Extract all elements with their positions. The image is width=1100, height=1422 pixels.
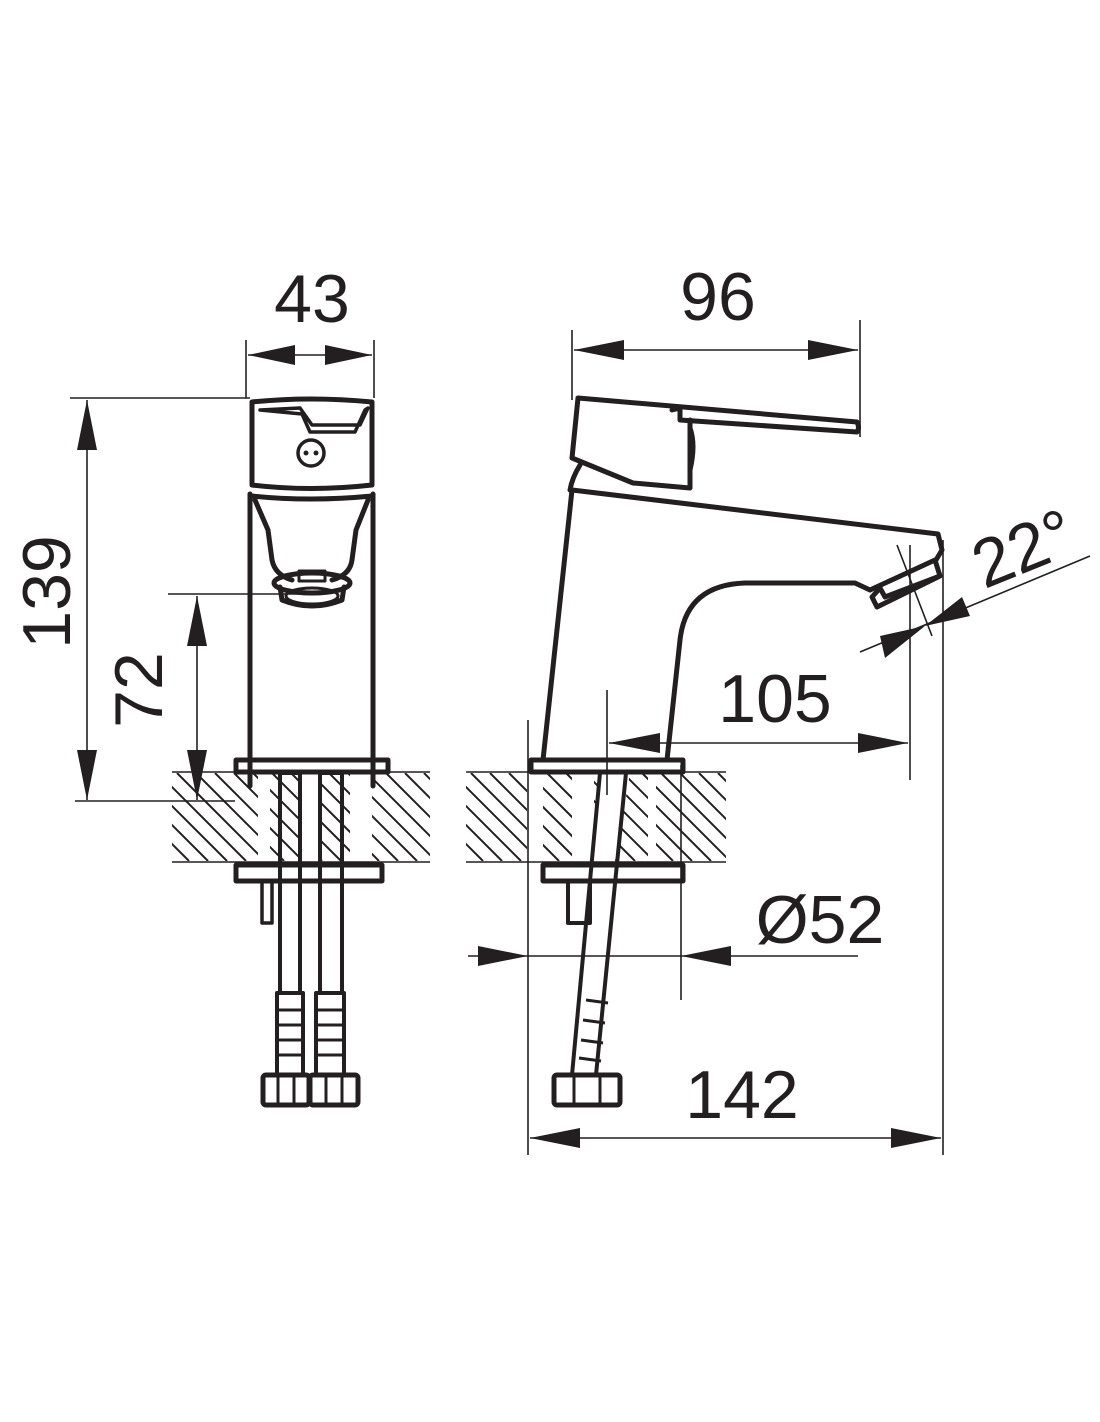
hatch-line bbox=[172, 842, 190, 861]
countertop-section-left bbox=[82, 771, 430, 863]
hatch-line bbox=[660, 773, 726, 840]
dimension-total-depth-142: 142 bbox=[685, 1057, 798, 1133]
side-dimensions: 96 105 22° Ø52 142 bbox=[468, 259, 1091, 1155]
dimension-spout-height-72: 72 bbox=[101, 652, 177, 728]
hatch-line bbox=[466, 804, 522, 861]
dimension-spout-reach-105: 105 bbox=[718, 661, 831, 737]
hatch-line bbox=[466, 823, 503, 861]
hatch-line bbox=[622, 773, 712, 861]
hatch-line bbox=[82, 773, 170, 861]
hatch-line bbox=[172, 823, 209, 861]
hatch-line bbox=[195, 773, 285, 861]
dimension-spout-angle-22: 22° bbox=[961, 494, 1085, 603]
hatch-line bbox=[470, 773, 560, 861]
hose-connectors bbox=[260, 991, 361, 1108]
hatch-line bbox=[717, 773, 726, 783]
hatch-line bbox=[366, 773, 430, 838]
side-view bbox=[376, 395, 945, 1108]
dimension-width-43: 43 bbox=[274, 261, 350, 337]
hatch-line bbox=[698, 773, 726, 802]
hatch-line bbox=[385, 773, 430, 819]
hatch-line bbox=[466, 785, 541, 861]
hatch-line bbox=[176, 773, 266, 861]
hatch-line bbox=[172, 804, 228, 861]
dimension-handle-96: 96 bbox=[680, 259, 756, 335]
hatch-line bbox=[466, 842, 484, 861]
front-dimensions: 43 139 72 bbox=[9, 261, 375, 802]
hatch-line bbox=[641, 773, 726, 859]
dimension-height-139: 139 bbox=[9, 535, 85, 648]
front-view bbox=[82, 396, 430, 1108]
hatch-line bbox=[423, 773, 430, 781]
hatch-line bbox=[172, 785, 247, 861]
hatch-line bbox=[376, 773, 464, 861]
dimension-base-diameter-52: Ø52 bbox=[756, 882, 885, 958]
hatch-line bbox=[679, 773, 726, 821]
hatch-line bbox=[404, 773, 430, 800]
